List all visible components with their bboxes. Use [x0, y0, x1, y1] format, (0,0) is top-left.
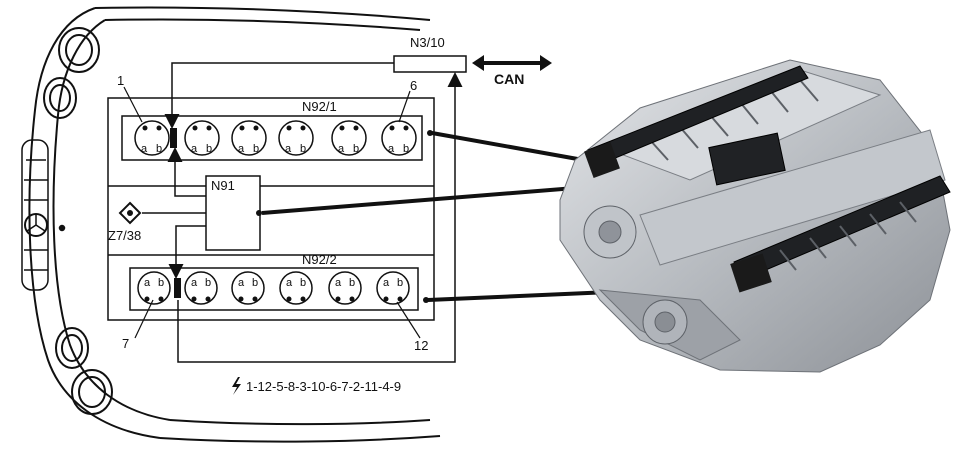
- callout-1: 1: [117, 73, 124, 88]
- callouts: [123, 86, 421, 339]
- svg-text:b: b: [300, 143, 306, 155]
- connector-top-left: [584, 142, 620, 178]
- coil-b-label: b: [156, 143, 162, 155]
- svg-text:a: a: [191, 143, 198, 155]
- n3-10-label: N3/10: [410, 35, 445, 50]
- car-front-outline: [28, 6, 441, 443]
- firing-order: 1-12-5-8-3-10-6-7-2-11-4-9: [246, 379, 401, 394]
- svg-text:a: a: [238, 277, 245, 289]
- callout-7: 7: [122, 336, 129, 351]
- bank2-terminal: [423, 297, 429, 303]
- svg-text:a: a: [388, 143, 395, 155]
- coil-connector-bottom: [174, 278, 181, 298]
- grille: [21, 139, 66, 291]
- n91-terminal: [256, 210, 262, 216]
- svg-text:b: b: [253, 143, 259, 155]
- z7-38-connector: [118, 201, 206, 225]
- svg-text:a: a: [383, 277, 390, 289]
- svg-text:b: b: [397, 277, 403, 289]
- engine-illustration: [559, 59, 951, 373]
- lightning-bolt-icon: [232, 377, 241, 395]
- bank1-terminal: [427, 130, 433, 136]
- svg-text:a: a: [338, 143, 345, 155]
- can-label: CAN: [494, 71, 524, 87]
- n92-1-label: N92/1: [302, 99, 337, 114]
- callout-6: 6: [410, 78, 417, 93]
- headlights: [43, 27, 113, 415]
- coil-bank-n92-2: [129, 267, 419, 311]
- svg-text:a: a: [238, 143, 245, 155]
- n91-label: N91: [211, 178, 235, 193]
- wiring: [164, 62, 463, 363]
- coil-1: a b: [134, 120, 170, 156]
- callout-12: 12: [414, 338, 428, 353]
- svg-text:b: b: [206, 143, 212, 155]
- coil-bank-n92-1: [121, 115, 423, 161]
- svg-text:a: a: [191, 277, 198, 289]
- coil-a-label: a: [141, 143, 148, 155]
- coil-connector-top: [170, 128, 177, 148]
- n92-2-label: N92/2: [302, 252, 337, 267]
- svg-text:b: b: [252, 277, 258, 289]
- z7-38-label: Z7/38: [108, 228, 141, 243]
- svg-text:b: b: [205, 277, 211, 289]
- can-bus-arrow: [472, 55, 552, 71]
- svg-text:b: b: [300, 277, 306, 289]
- svg-text:a: a: [335, 277, 342, 289]
- svg-text:b: b: [349, 277, 355, 289]
- svg-text:a: a: [285, 143, 292, 155]
- n3-10-ecu: [393, 55, 467, 73]
- svg-text:b: b: [158, 277, 164, 289]
- svg-text:b: b: [403, 143, 409, 155]
- connector-bottom: [730, 253, 772, 293]
- svg-text:b: b: [353, 143, 359, 155]
- engine-bay-frame: [107, 97, 435, 321]
- svg-text:a: a: [286, 277, 293, 289]
- svg-text:a: a: [144, 277, 151, 289]
- n91-module-housing: [708, 132, 786, 186]
